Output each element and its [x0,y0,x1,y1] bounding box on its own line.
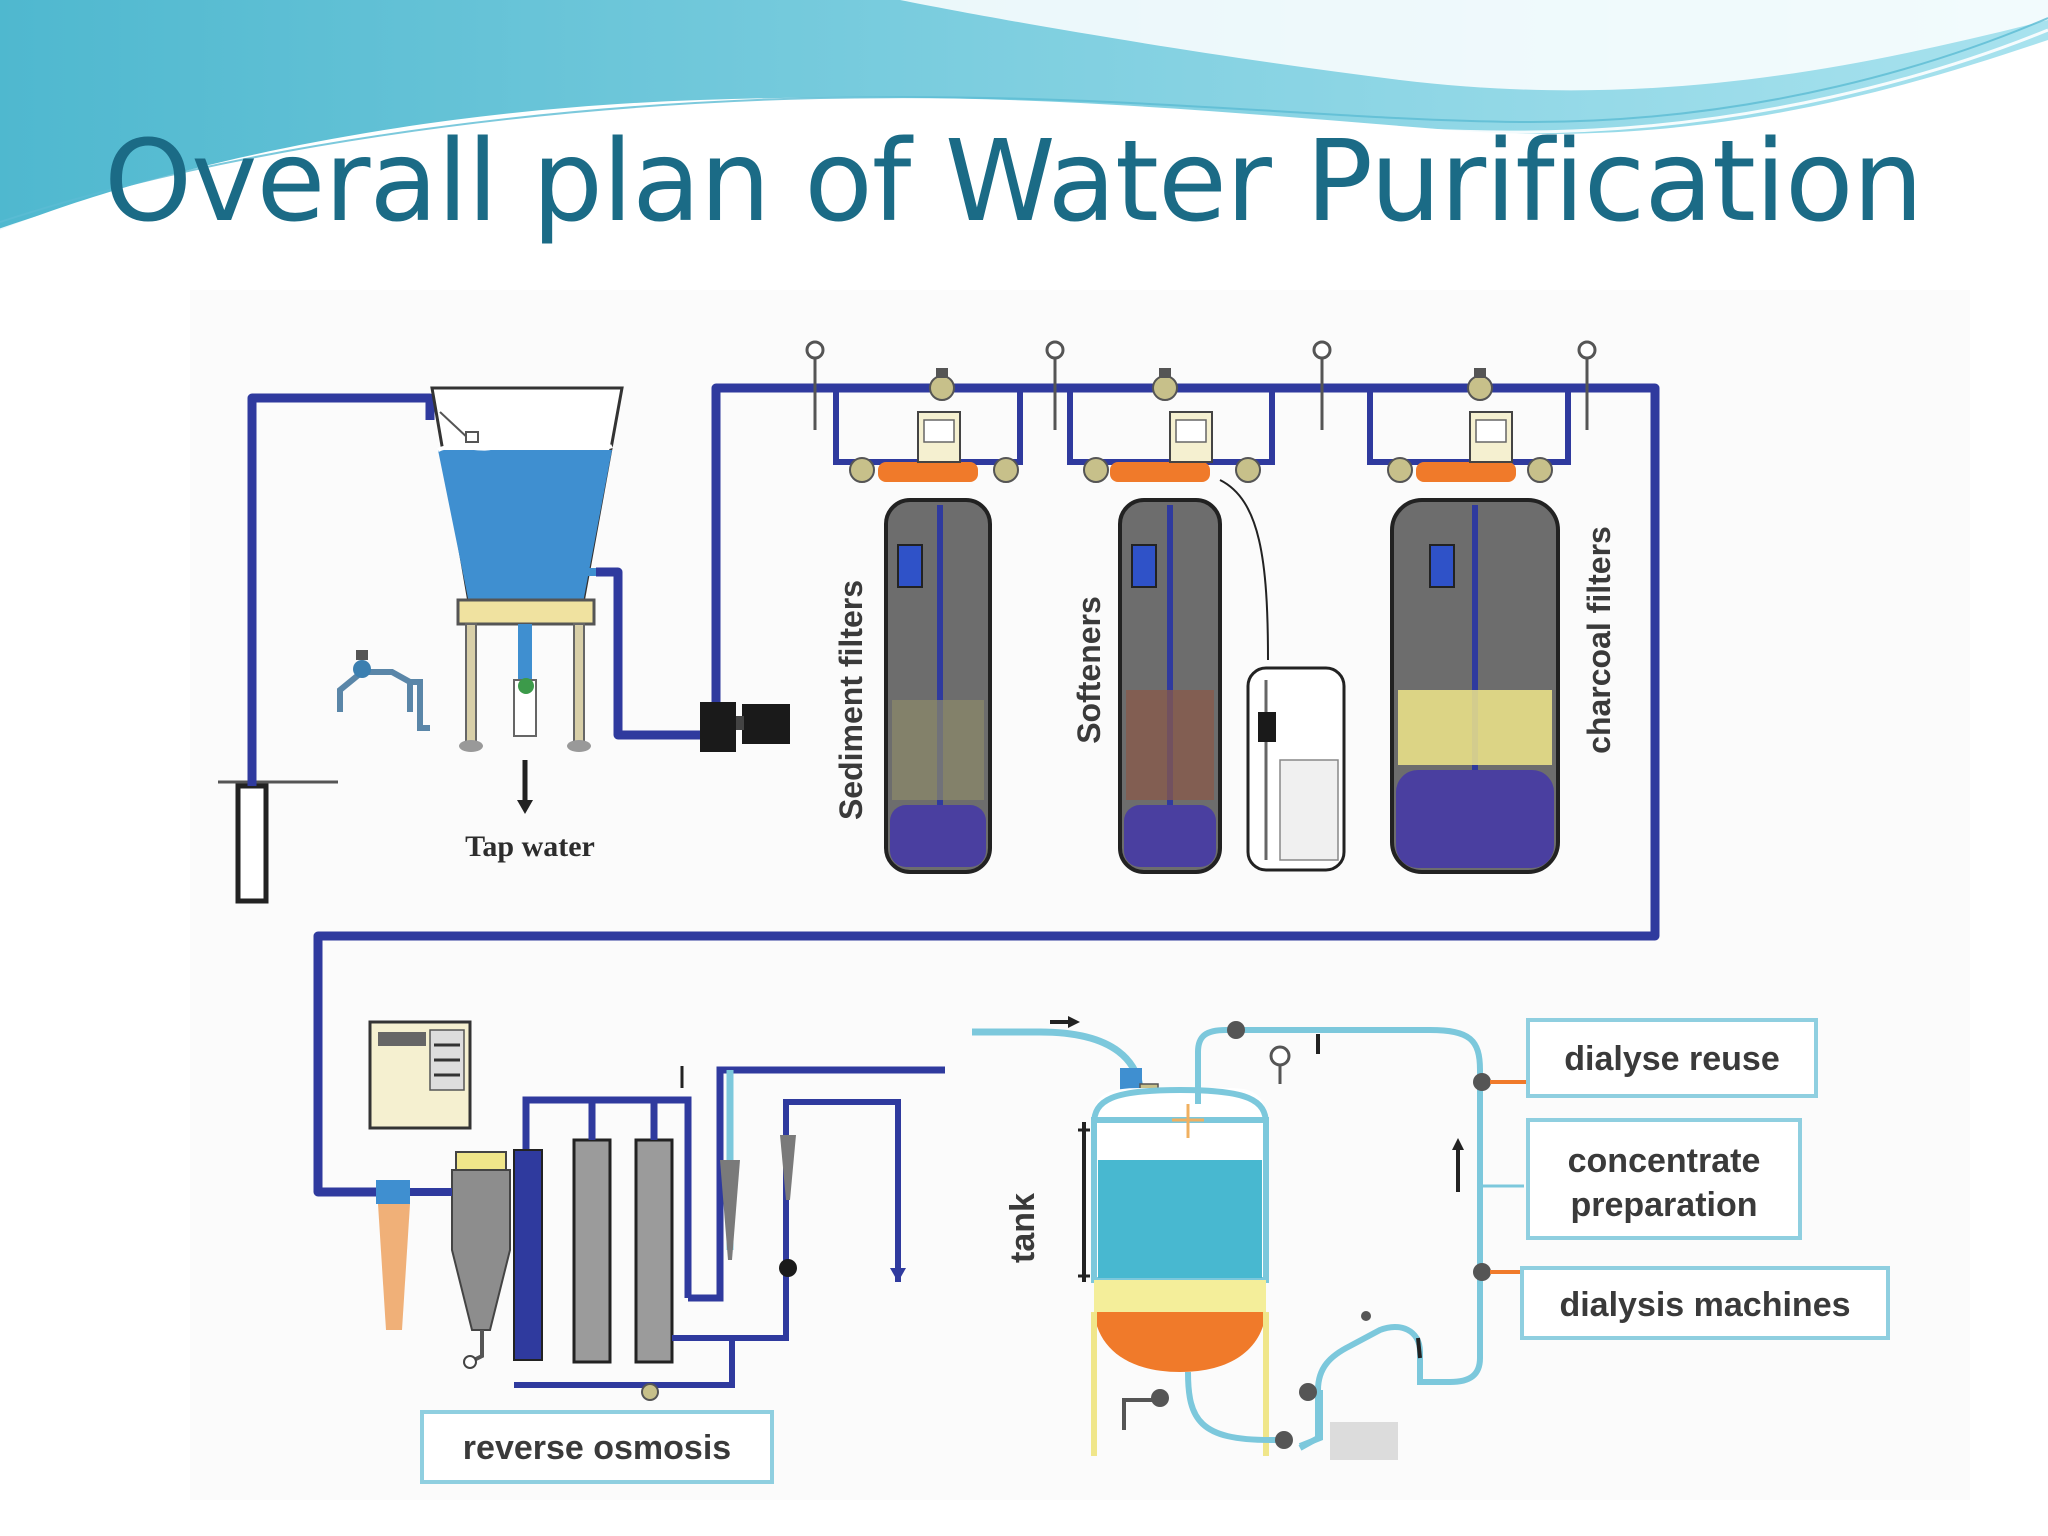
gauge-icon [1577,340,1597,430]
charcoal-filter-column [1367,388,1571,874]
dialyse-reuse-label: dialyse reuse [1564,1040,1779,1078]
reverse-osmosis-unit [368,1020,945,1401]
loop-fittings [1227,1021,1528,1460]
tap-water-label: Tap water [465,830,595,863]
gauge-icon [805,340,825,430]
sediment-filter-column [833,388,1023,874]
sediment-filters-label: Sediment filters [833,580,869,820]
slide-title: Overall plan of Water Purification [104,117,1924,247]
main-pipe-upper [247,383,1660,1197]
reverse-osmosis-box [420,1410,774,1484]
concentrate-preparation-box [1526,1118,1802,1240]
concentrate-label-line2: preparation [1570,1186,1757,1224]
valve-icon [929,368,955,401]
tap-water-reservoir [430,386,624,814]
dialyse-reuse-box [1526,1018,1818,1098]
dialysis-machines-box [1520,1266,1890,1340]
concentrate-label-line1: concentrate [1568,1142,1761,1180]
header-valves [805,340,1597,430]
gauge-icon [1045,340,1065,430]
gauge-icon [1312,340,1332,430]
feed-pump-icon [700,702,790,752]
dialysis-machines-label: dialysis machines [1559,1286,1850,1324]
distribution-loop [1185,1027,1483,1451]
valve-icon [1152,368,1178,401]
softener-column [1067,388,1346,874]
storage-tank [972,1016,1269,1456]
reverse-osmosis-label: reverse osmosis [463,1429,731,1467]
tank-label: tank [1004,1193,1042,1263]
charcoal-filters-label: charcoal filters [1581,526,1617,754]
pump-icon [337,650,430,731]
softeners-label: Softeners [1071,596,1107,744]
valve-icon [1467,368,1493,401]
